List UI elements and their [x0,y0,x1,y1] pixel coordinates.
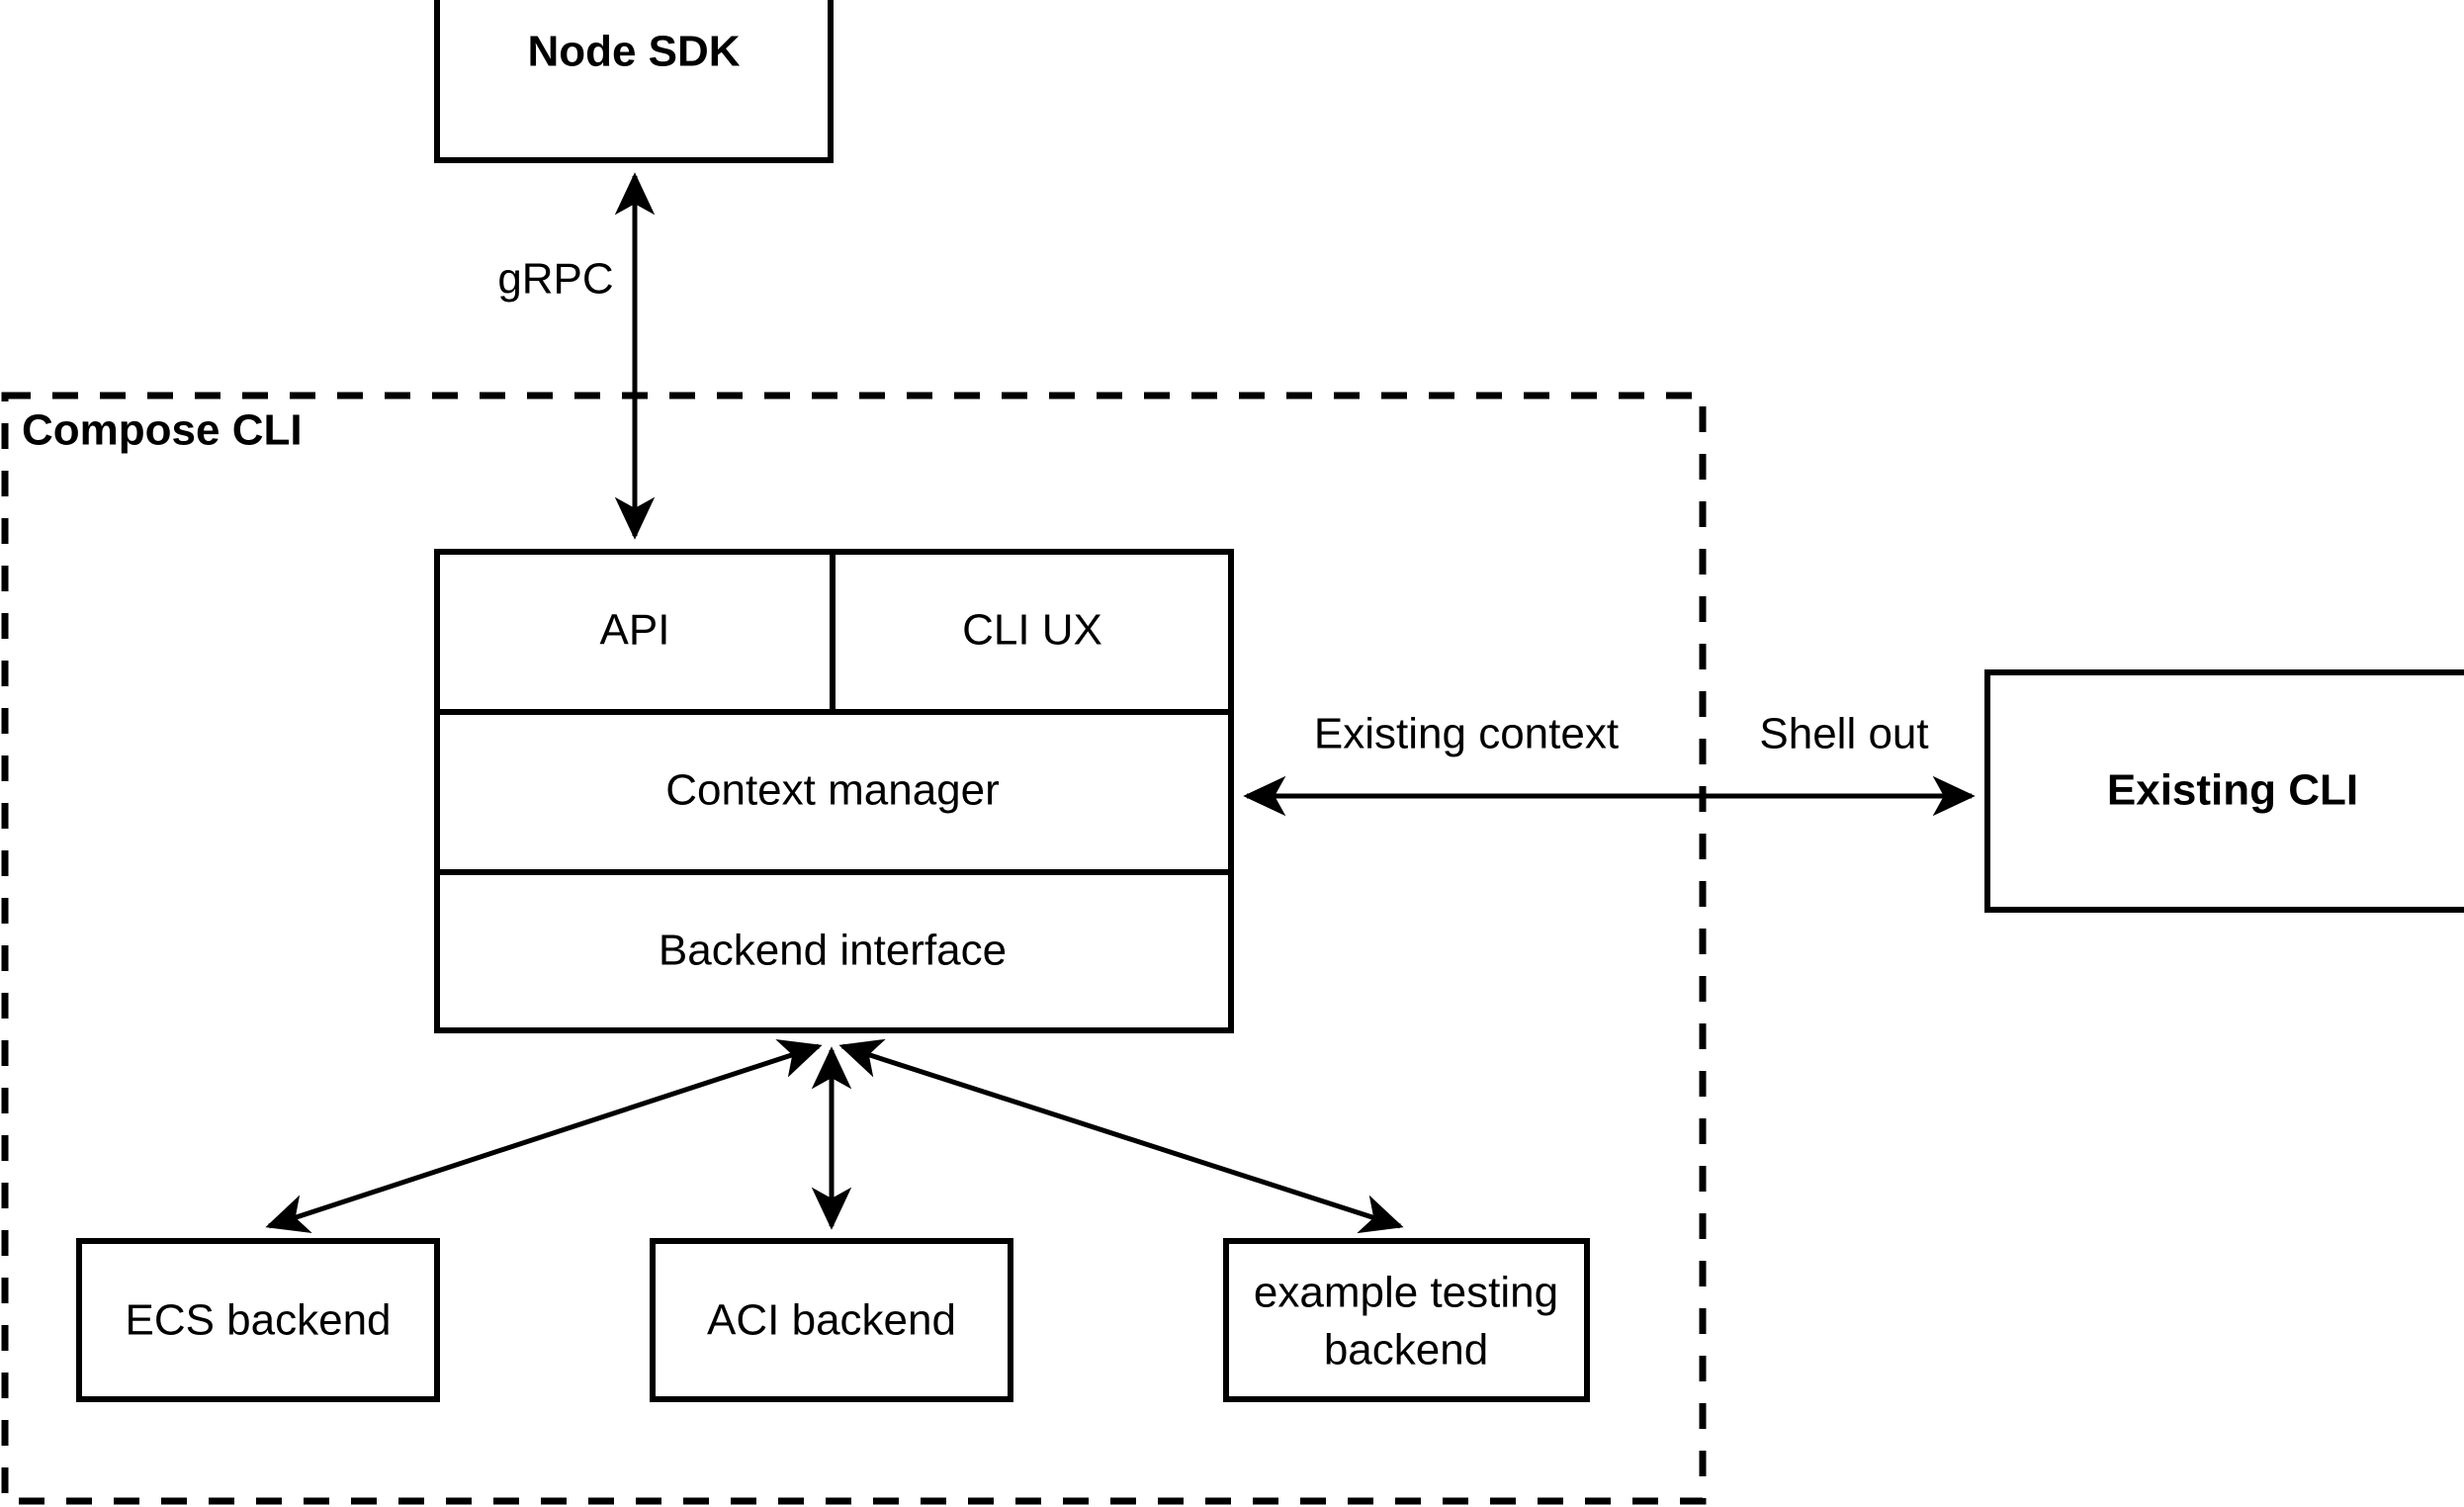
node-sdk-box[interactable] [434,0,834,163]
aci-backend-label: ACI backend [707,1296,956,1345]
example-testing-backend-box[interactable] [1223,1238,1590,1402]
backend-to-ecs-connector [265,1039,823,1233]
backend-to-example-connector [838,1038,1404,1234]
ecs-backend-label: ECS backend [125,1296,391,1345]
compose-cli-group-border [1,392,1707,1505]
example-testing-backend-label-line2: backend [1324,1326,1488,1374]
existing-cli-box[interactable] [1984,669,2464,913]
existing-context-edge-label: Existing context [1314,710,1619,758]
compose-cli-stack-box [434,549,1234,1033]
backend-interface-label: Backend interface [659,927,1007,975]
api-label: API [600,606,670,655]
ecs-backend-box[interactable] [76,1238,440,1402]
aci-backend-box[interactable] [650,1238,1013,1402]
node-sdk-label: Node SDK [527,28,740,76]
shell-out-edge-label: Shell out [1759,710,1928,758]
context-manager-label: Context manager [665,766,1000,815]
existing-cli-label: Existing CLI [2107,766,2358,815]
grpc-edge-label: gRPC [497,255,613,304]
example-testing-backend-label-line1: example testing [1254,1269,1558,1317]
compose-cli-group-label: Compose CLI [22,406,303,455]
cli-ux-label: CLI UX [962,606,1102,655]
